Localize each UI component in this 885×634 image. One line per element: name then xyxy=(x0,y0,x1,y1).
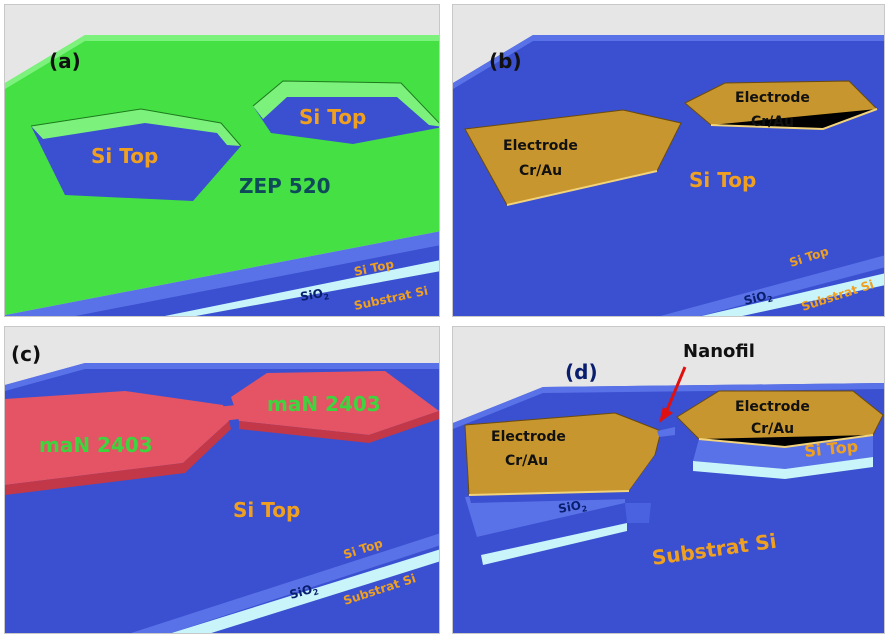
panel-a: (a) Si Top Si Top ZEP 520 Si Top Substra… xyxy=(4,4,440,317)
oxide-layer xyxy=(164,260,439,316)
electrode-left-line2: Cr/Au xyxy=(519,163,562,179)
electrode-right-line2: Cr/Au xyxy=(751,421,794,437)
si-top-layer xyxy=(5,231,439,316)
electrode-right-line1: Electrode xyxy=(735,399,810,415)
nanowire xyxy=(657,427,675,437)
electrode-right-line1: Electrode xyxy=(735,90,810,106)
nanowire-arrow xyxy=(663,366,687,416)
electrode-left-line1: Electrode xyxy=(491,429,566,445)
resist-right xyxy=(231,371,439,435)
oxide-label: SiO2 xyxy=(742,287,774,309)
electrode-left-line2: Cr/Au xyxy=(505,453,548,469)
panel-label: (c) xyxy=(11,342,41,366)
panel-d-drawing: (d) Nanofil Electrode Cr/Au Electrode Cr… xyxy=(453,327,884,633)
nanowire-label: Nanofil xyxy=(683,341,755,362)
surface-label: Si Top xyxy=(233,498,300,522)
resist-bridge xyxy=(215,405,239,421)
panel-c: (c) maN 2403 maN 2403 Si Top Si Top Subs… xyxy=(4,326,440,634)
window-label-right: Si Top xyxy=(299,105,366,129)
resist-label: ZEP 520 xyxy=(239,174,331,198)
panel-label: (a) xyxy=(49,49,81,73)
resist-label-right: maN 2403 xyxy=(267,392,381,416)
panel-c-drawing: (c) maN 2403 maN 2403 Si Top Si Top Subs… xyxy=(5,327,439,633)
oxide-pad-left xyxy=(481,523,627,565)
oxide-label: SiO2 xyxy=(299,285,330,306)
electrode-left xyxy=(464,412,662,496)
panel-a-drawing: (a) Si Top Si Top ZEP 520 Si Top Substra… xyxy=(5,5,439,316)
resist-label-left: maN 2403 xyxy=(39,433,153,457)
panel-label: (b) xyxy=(489,49,522,73)
oxide-layer xyxy=(701,273,884,316)
oxide-label: SiO2 xyxy=(557,497,588,518)
panel-b-drawing: (b) Electrode Cr/Au Electrode Cr/Au Si T… xyxy=(453,5,884,316)
electrode-left xyxy=(464,109,682,206)
window-label-left: Si Top xyxy=(91,144,158,168)
electrode-left-line1: Electrode xyxy=(503,138,578,154)
oxide-layer xyxy=(171,549,439,633)
oxide-pad-right xyxy=(693,457,873,479)
panel-d: (d) Nanofil Electrode Cr/Au Electrode Cr… xyxy=(452,326,885,634)
oxide-label: SiO2 xyxy=(288,581,320,604)
panel-label: (d) xyxy=(565,360,598,384)
surface-label: Si Top xyxy=(689,168,756,192)
electrode-right-line2: Cr/Au xyxy=(751,114,794,130)
resist-left xyxy=(5,391,229,485)
panel-b: (b) Electrode Cr/Au Electrode Cr/Au Si T… xyxy=(452,4,885,317)
